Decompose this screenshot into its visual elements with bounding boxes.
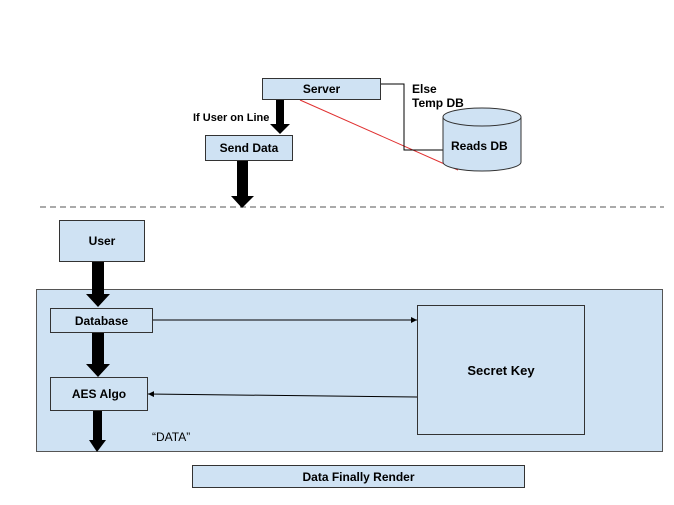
final-render-box: Data Finally Render [192, 465, 525, 488]
secret-key-label: Secret Key [467, 362, 535, 378]
arrow-server-to-send [270, 100, 290, 134]
send-data-box: Send Data [205, 135, 293, 161]
arrow-user-to-database [86, 262, 110, 307]
secret-key-box: Secret Key [417, 305, 585, 435]
reads-db-label: Reads DB [451, 139, 508, 153]
arrow-send-down [231, 161, 254, 208]
database-box: Database [50, 308, 153, 333]
server-label: Server [302, 82, 341, 96]
else-line2: Temp DB [412, 96, 464, 110]
condition-label: If User on Line [193, 112, 270, 124]
reads-db-cylinder [442, 107, 522, 172]
arrow-database-to-aes [86, 333, 110, 377]
user-box: User [59, 220, 145, 262]
arrow-aes-down [89, 411, 106, 452]
else-label: Else Temp DB [412, 82, 464, 110]
database-label: Database [74, 313, 129, 328]
final-render-label: Data Finally Render [302, 469, 415, 484]
aes-algo-box: AES Algo [50, 377, 148, 411]
arrow-secret-to-aes [147, 391, 418, 398]
else-line1: Else [412, 82, 437, 96]
aes-algo-label: AES Algo [71, 387, 127, 401]
server-box: Server [262, 78, 381, 100]
else-connector [381, 83, 446, 151]
data-quote-label: “DATA” [152, 430, 191, 444]
send-data-label: Send Data [219, 141, 279, 155]
red-connector [299, 99, 459, 171]
user-label: User [88, 234, 116, 248]
